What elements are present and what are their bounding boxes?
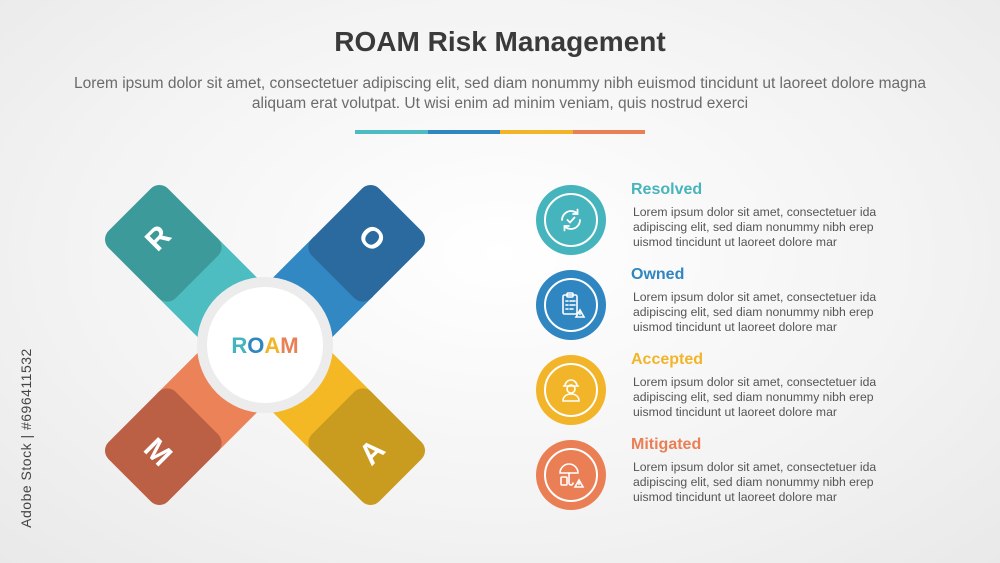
- arm-dark-segment: [308, 388, 426, 506]
- stage-description: Lorem ipsum dolor sit amet, consectetuer…: [633, 290, 877, 334]
- stage-mitigated: Mitigated Lorem ipsum dolor sit amet, co…: [536, 436, 916, 520]
- page-title: ROAM Risk Management: [334, 26, 666, 57]
- stage-title: Accepted: [631, 351, 704, 368]
- stage-circle: [536, 185, 606, 255]
- stage-accepted: Accepted Lorem ipsum dolor sit amet, con…: [536, 351, 916, 435]
- page-subtitle: Lorem ipsum dolor sit amet, consectetuer…: [73, 75, 927, 112]
- divider-segment-3: [500, 130, 573, 134]
- stage-owned: Owned Lorem ipsum dolor sit amet, consec…: [536, 266, 916, 350]
- stage-title: Owned: [631, 266, 685, 283]
- stage-circle: [536, 270, 606, 340]
- color-divider: [355, 130, 645, 134]
- arm-dark-segment: [104, 388, 222, 506]
- divider-segment-2: [427, 130, 500, 134]
- stage-description: Lorem ipsum dolor sit amet, consectetuer…: [633, 460, 877, 504]
- center-roam-label: ROAM: [231, 333, 298, 358]
- stage-circle: [536, 440, 606, 510]
- center-circle: [207, 287, 323, 403]
- stage-title: Mitigated: [631, 436, 702, 453]
- stage-description: Lorem ipsum dolor sit amet, consectetuer…: [633, 205, 877, 249]
- side-watermark: Adobe Stock | #696411532: [6, 330, 34, 550]
- arm-dark-segment: [308, 184, 426, 302]
- stage-resolved: Resolved Lorem ipsum dolor sit amet, con…: [536, 181, 916, 265]
- stage-circle: [536, 355, 606, 425]
- divider-segment-4: [572, 130, 645, 134]
- umbrella-warning-icon: [544, 448, 598, 502]
- worker-helmet-icon: [544, 363, 598, 417]
- arm-dark-segment: [104, 184, 222, 302]
- refresh-check-icon: [544, 193, 598, 247]
- stage-title: Resolved: [631, 181, 703, 198]
- clipboard-checklist-icon: [544, 278, 598, 332]
- stage-description: Lorem ipsum dolor sit amet, consectetuer…: [633, 375, 877, 419]
- divider-segment-1: [355, 130, 428, 134]
- side-watermark-text: Adobe Stock | #696411532: [18, 348, 34, 528]
